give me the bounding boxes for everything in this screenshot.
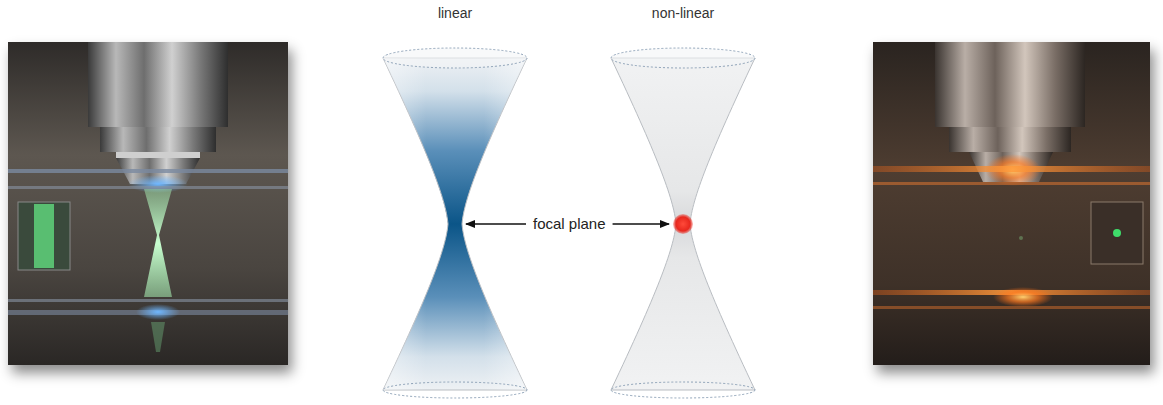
- cone-heading: linear: [375, 4, 535, 22]
- linear-photo: [8, 42, 288, 365]
- focal-plane-label: focal plane: [530, 215, 609, 233]
- cone-heading: non-linear: [603, 4, 763, 22]
- beam-hourglass: [375, 4, 535, 402]
- beam-hourglass: [603, 4, 763, 402]
- nonlinear-photo-drawing: [873, 42, 1150, 365]
- beam-cone: non-linear: [603, 4, 763, 402]
- beam-cone: linear: [375, 4, 535, 402]
- nonlinear-photo: [873, 42, 1150, 365]
- linear-photo-drawing: [8, 42, 288, 365]
